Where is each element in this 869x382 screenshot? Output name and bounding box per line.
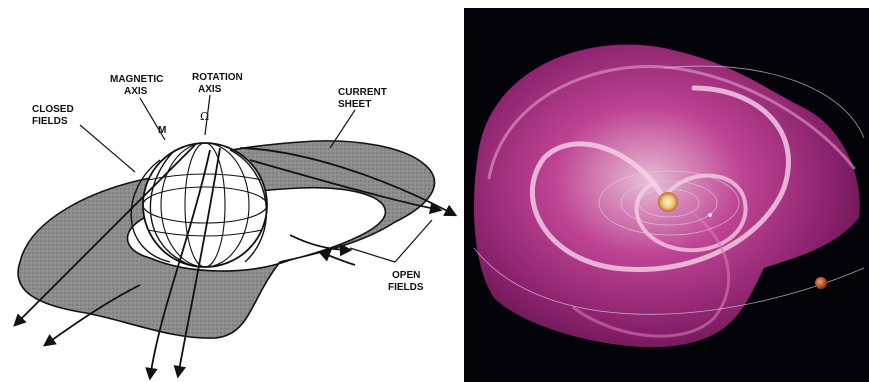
heliospheric-current-sheet-illustration [464, 8, 869, 382]
closed-fields-label-line1: CLOSED [32, 104, 74, 115]
magnetic-axis-symbol: M [158, 125, 166, 136]
magnetic-axis-label-line1: MAGNETIC [110, 74, 163, 85]
diagram-canvas: MAGNETIC AXIS M ROTATION AXIS Ω CURRENT … [0, 0, 460, 382]
rotation-axis-label-line1: ROTATION [192, 72, 243, 83]
rotation-axis-label-line2: AXIS [198, 84, 222, 95]
heliospheric-current-sheet-diagram: MAGNETIC AXIS M ROTATION AXIS Ω CURRENT … [0, 0, 460, 382]
current-sheet-label-line1: CURRENT [338, 87, 387, 98]
open-fields-label-line1: OPEN [392, 270, 420, 281]
inner-planet [708, 213, 712, 217]
illustration-canvas [464, 8, 869, 382]
closed-fields-label-line2: FIELDS [32, 116, 68, 127]
sun [658, 192, 678, 212]
magnetic-axis-label-line2: AXIS [124, 86, 148, 97]
current-sheet-label-line2: SHEET [338, 99, 371, 110]
rotation-axis-symbol: Ω [200, 110, 209, 123]
open-fields-label-line2: FIELDS [388, 282, 424, 293]
sun-sphere [131, 143, 267, 267]
outer-planet [815, 277, 827, 289]
